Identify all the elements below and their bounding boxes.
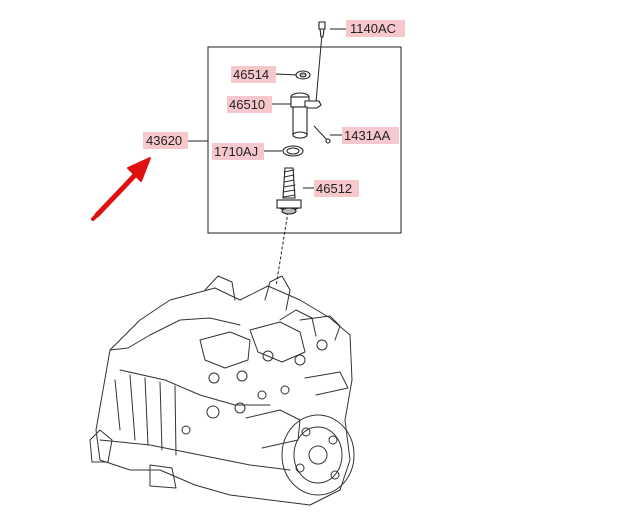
callout-46510: 46510: [227, 96, 272, 113]
callout-1140AC: 1140AC: [346, 20, 405, 37]
exploded-view-frame: [207, 46, 402, 234]
transmission-housing-illustration: [89, 275, 355, 506]
callout-46514: 46514: [231, 66, 276, 83]
o-ring-1710AJ: [282, 145, 304, 157]
svg-text:43620: 43620: [146, 133, 182, 148]
pin-1431AA: [313, 125, 331, 144]
sleeve-46510: [290, 92, 322, 139]
svg-text:46514: 46514: [233, 67, 269, 82]
callout-1710AJ: 1710AJ: [212, 143, 264, 160]
svg-text:1710AJ: 1710AJ: [214, 144, 258, 159]
svg-text:1431AA: 1431AA: [344, 128, 391, 143]
bolt-1140AC: [318, 21, 326, 38]
svg-text:1140AC: 1140AC: [350, 21, 396, 36]
driven-gear-46512: [276, 167, 302, 215]
callout-43620: 43620: [143, 132, 188, 149]
oil-seal-46514: [295, 70, 311, 80]
callout-1431AA: 1431AA: [342, 127, 399, 144]
leader-lines: [188, 28, 346, 287]
svg-text:46512: 46512: [316, 181, 352, 196]
svg-text:46510: 46510: [229, 97, 265, 112]
red-arrow-icon: [91, 157, 151, 221]
callout-46512: 46512: [314, 180, 359, 197]
